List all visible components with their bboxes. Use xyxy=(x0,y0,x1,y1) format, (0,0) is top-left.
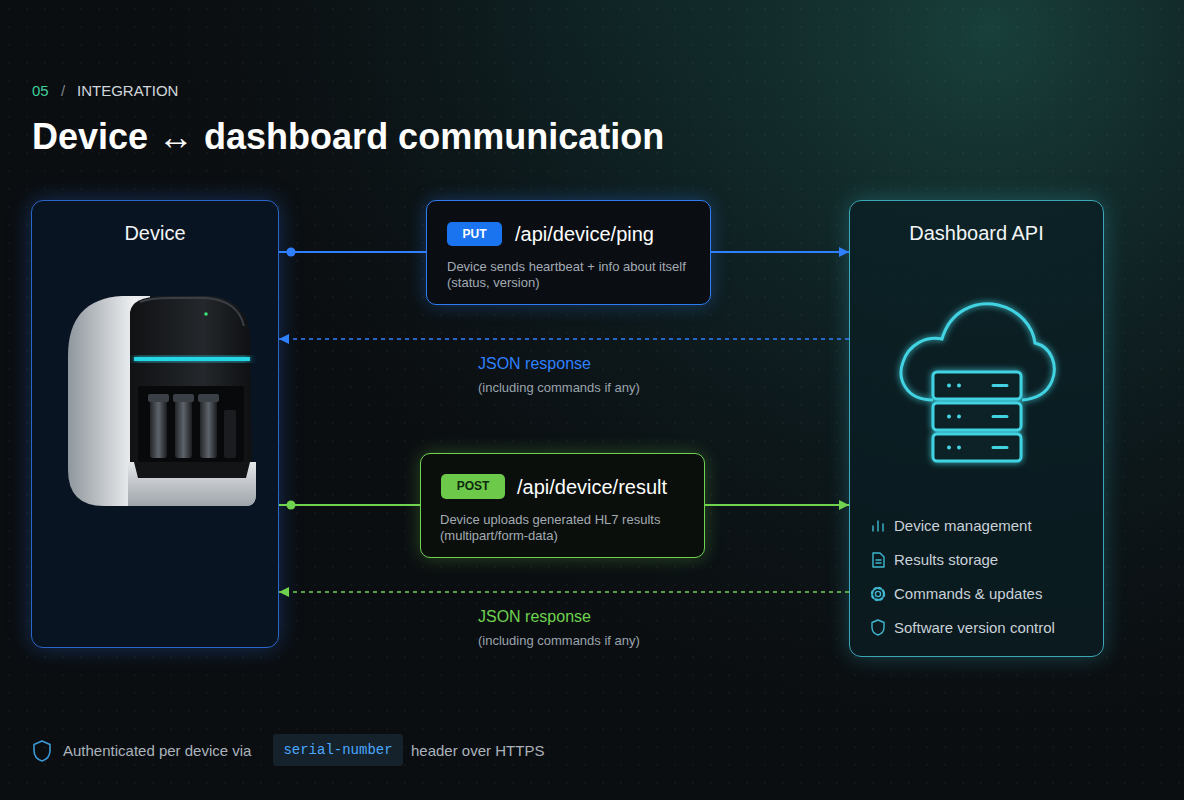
footer-note: Authenticated per device via xyxy=(63,742,251,760)
connector-dot xyxy=(287,501,296,510)
request-arrow xyxy=(279,251,426,253)
analyzer-illustration xyxy=(175,398,192,458)
feature-icons xyxy=(872,521,884,635)
shield-icon xyxy=(34,741,50,761)
analyzer-illustration xyxy=(148,394,169,402)
request-arrow xyxy=(711,251,849,253)
response-note: (including commands if any) xyxy=(478,380,640,396)
method-name: POST xyxy=(441,474,505,499)
edge-label: JSON response xyxy=(478,607,591,627)
analyzer-illustration xyxy=(68,296,256,506)
method-badge: POST xyxy=(441,474,505,499)
cloud-server-icon xyxy=(947,384,951,388)
endpoint-box: /api/device/resultDevice uploads generat… xyxy=(420,453,705,558)
request-arrow xyxy=(279,504,420,506)
section-name: INTEGRATION xyxy=(77,82,178,100)
cloud-server-icon xyxy=(901,304,1054,461)
cloud-server-icon xyxy=(957,446,961,450)
shield-icon xyxy=(34,741,50,761)
analyzer-illustration xyxy=(150,398,167,458)
feature-item: Results storage xyxy=(894,550,998,570)
box-title: Device xyxy=(32,221,278,245)
feature-icons xyxy=(873,521,883,531)
analyzer-illustration xyxy=(134,462,250,478)
cloud-server-icon xyxy=(947,415,951,419)
method-name: PUT xyxy=(447,222,502,246)
cloud-server-icon xyxy=(957,415,961,419)
device-box: Device xyxy=(31,200,279,648)
feature-item: Commands & updates xyxy=(894,584,1042,604)
analyzer-illustration xyxy=(140,298,244,326)
feature-icons xyxy=(872,588,884,600)
analyzer-illustration xyxy=(128,462,256,506)
endpoint-description: Device sends heartbeat + info about itse… xyxy=(447,259,692,291)
response-arrow xyxy=(279,591,849,593)
code-chip: serial-number xyxy=(273,734,403,766)
cloud-server-icon xyxy=(901,304,1054,400)
footer-note: header over HTTPS xyxy=(411,742,544,760)
analyzer-illustration xyxy=(130,296,252,468)
method-badge: PUT xyxy=(447,222,502,246)
box-title: Dashboard API xyxy=(850,221,1103,245)
analyzer-illustration xyxy=(198,394,219,402)
api-box: Dashboard API Device managementResults st… xyxy=(849,200,1104,657)
analyzer-illustration xyxy=(134,357,250,361)
edge-label: JSON response xyxy=(478,354,591,374)
cloud-server-icon xyxy=(947,446,951,450)
connector-dot xyxy=(287,248,296,257)
endpoint-path: /api/device/result xyxy=(517,475,667,499)
analyzer-illustration xyxy=(68,296,256,506)
analyzer-illustration xyxy=(204,312,208,316)
diagram-title: Device ↔ dashboard communication xyxy=(32,115,664,159)
analyzer-illustration xyxy=(224,410,236,458)
cloud-server-icon xyxy=(933,434,1021,461)
endpoint-path: /api/device/ping xyxy=(515,222,654,246)
analyzer-illustration xyxy=(200,398,217,458)
separator: / xyxy=(61,82,65,100)
feature-icons xyxy=(872,620,884,635)
feature-icons xyxy=(875,591,880,596)
feature-item: Device management xyxy=(894,516,1032,536)
analyzer-illustration xyxy=(173,394,194,402)
feature-icons xyxy=(873,553,884,567)
cloud-server-icon xyxy=(933,372,1021,399)
request-arrow xyxy=(705,504,849,506)
cloud-server-icon xyxy=(957,384,961,388)
endpoint-description: Device uploads generated HL7 results (mu… xyxy=(440,512,685,544)
response-note: (including commands if any) xyxy=(478,633,640,649)
cloud-server-icon xyxy=(993,386,1007,448)
endpoint-box: /api/device/pingDevice sends heartbeat +… xyxy=(426,200,711,305)
analyzer-illustration xyxy=(138,386,244,462)
section-number: 05 xyxy=(32,82,49,100)
response-arrow xyxy=(279,338,849,340)
cloud-server-icon xyxy=(933,403,1021,430)
feature-item: Software version control xyxy=(894,618,1055,638)
